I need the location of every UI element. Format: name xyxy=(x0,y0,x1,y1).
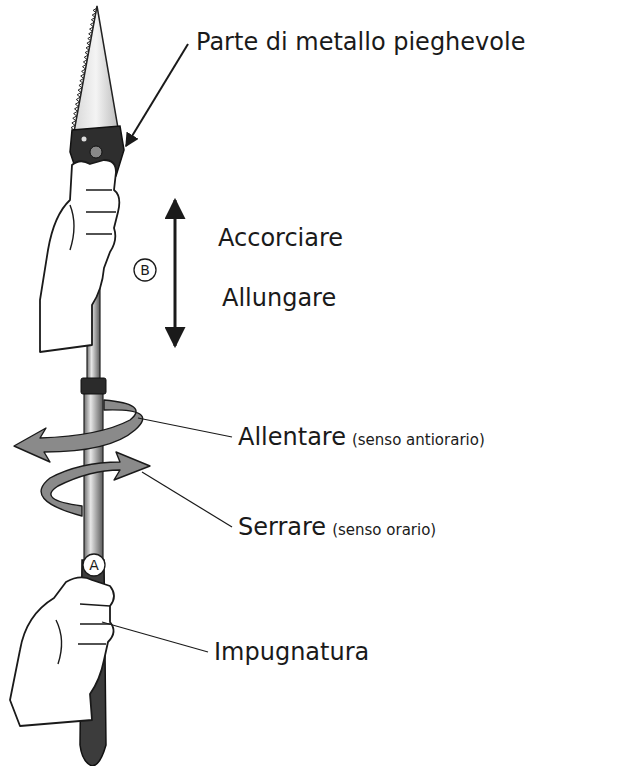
part-label: Allungare xyxy=(222,286,336,310)
callout-letter: B xyxy=(140,263,150,277)
leader-line xyxy=(126,44,188,146)
leader-line xyxy=(102,622,208,652)
length-arrow xyxy=(174,200,177,346)
part-label: Parte di metallo pieghevole xyxy=(196,30,525,54)
outer-tube xyxy=(84,392,103,562)
upper-hand xyxy=(40,160,119,352)
loosen-arrow xyxy=(14,400,143,462)
tighten-arrow xyxy=(41,452,150,516)
part-label: Serrare xyxy=(238,515,326,539)
lock-collar xyxy=(81,378,106,394)
part-label: Allentare xyxy=(238,425,346,449)
saw-teeth xyxy=(71,8,97,130)
part-label: (senso orario) xyxy=(332,523,436,538)
callout-letter: A xyxy=(89,558,99,572)
part-label: Accorciare xyxy=(218,226,343,250)
leader-line xyxy=(138,418,232,437)
callout-circle xyxy=(83,554,105,576)
part-label: Impugnatura xyxy=(214,640,369,664)
part-label: (senso antiorario) xyxy=(352,433,485,448)
lower-hand xyxy=(10,577,114,726)
saw-blade xyxy=(74,6,118,132)
callout-circle xyxy=(134,259,156,281)
leader-line xyxy=(142,472,232,527)
